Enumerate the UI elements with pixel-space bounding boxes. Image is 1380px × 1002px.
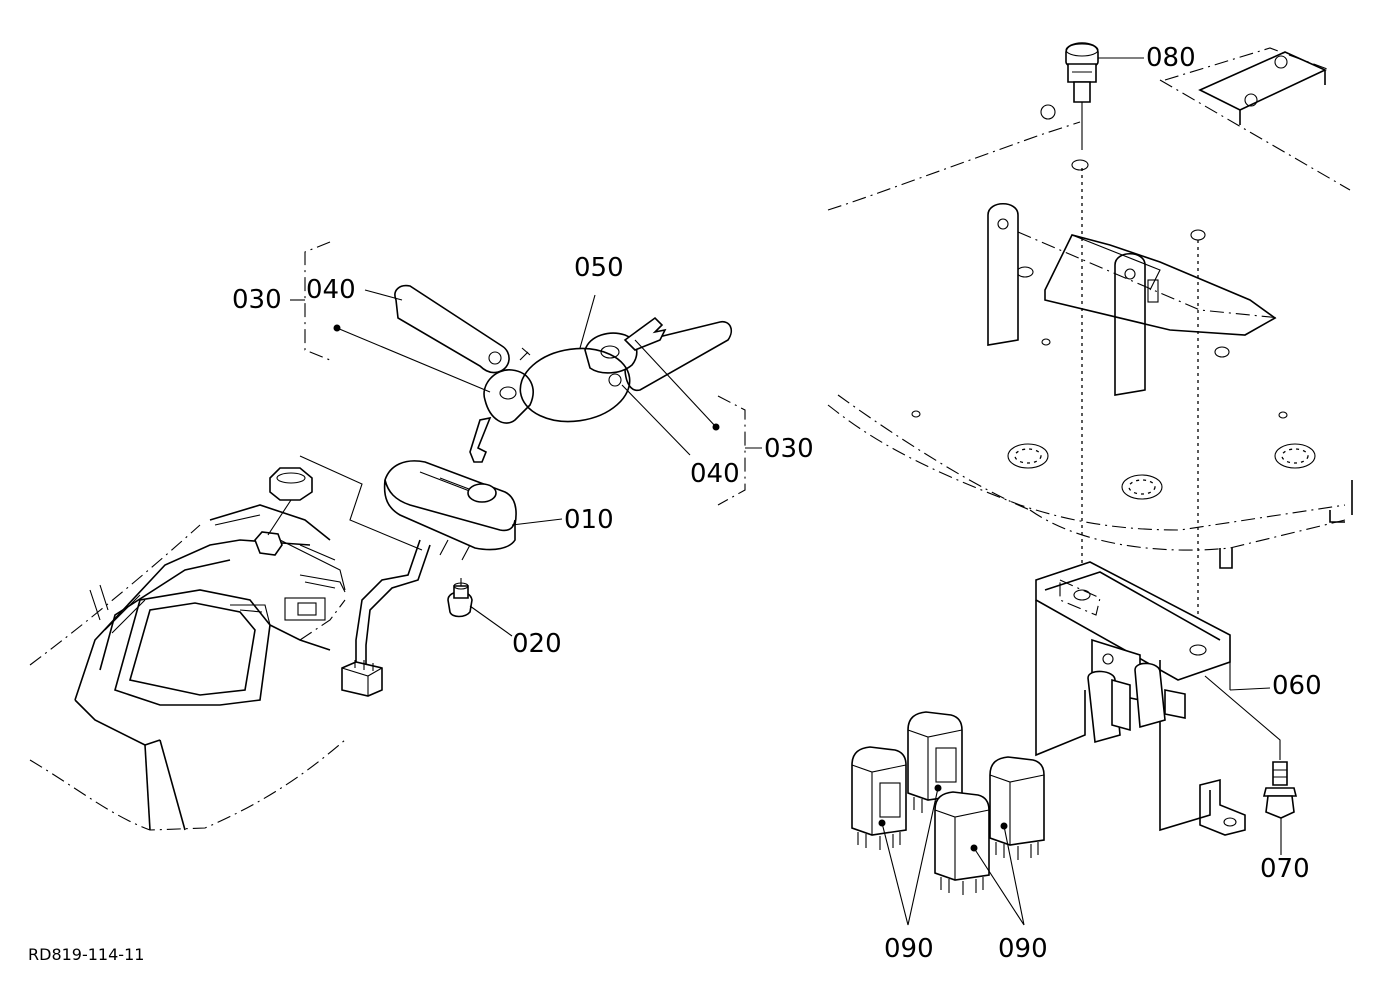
- leader-090-left: [881, 787, 939, 926]
- callout-090-left: 090: [884, 934, 934, 964]
- callout-030-right: 030: [764, 434, 814, 464]
- leader-090-right: [973, 825, 1025, 926]
- reference-code: RD819-114-11: [28, 945, 144, 964]
- key-tags: [394, 284, 732, 463]
- stud-nut: [1262, 761, 1298, 855]
- callout-020: 020: [512, 629, 562, 659]
- callout-060: 060: [1272, 671, 1322, 701]
- bracket-030-right: [621, 339, 762, 506]
- screw: [447, 578, 513, 637]
- callout-040-left: 040: [306, 275, 356, 305]
- dashboard-console: [29, 504, 346, 831]
- bracket-030-left: [290, 241, 491, 393]
- relay-2: [907, 711, 963, 815]
- leader-assembly: [299, 455, 423, 551]
- callout-050: 050: [574, 253, 624, 283]
- relay-bracket: [1035, 561, 1281, 836]
- hex-nut: [254, 467, 313, 556]
- callout-090-right: 090: [998, 934, 1048, 964]
- bolt-080: [1065, 42, 1199, 660]
- callout-010: 010: [564, 505, 614, 535]
- callout-030-left: 030: [232, 285, 282, 315]
- relay-4: [989, 756, 1045, 860]
- key-switch: [341, 460, 563, 697]
- relay-1: [851, 746, 907, 850]
- callout-080: 080: [1146, 43, 1196, 73]
- callout-040-right: 040: [690, 459, 740, 489]
- relay-3: [934, 791, 990, 895]
- callout-070: 070: [1260, 854, 1310, 884]
- floor-plate: [827, 47, 1353, 569]
